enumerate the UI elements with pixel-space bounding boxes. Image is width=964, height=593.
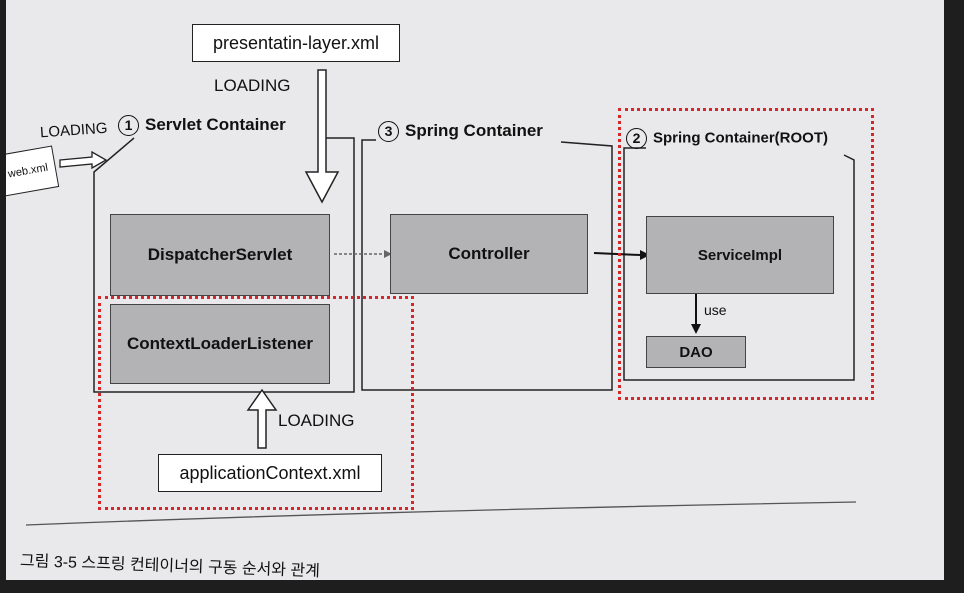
page-curve: [25, 501, 857, 526]
servlet-container-title: 1 Servlet Container: [118, 115, 286, 137]
dao-label: DAO: [679, 343, 713, 361]
servlet-container-frame: [93, 137, 355, 393]
context-loader-listener-label: ContextLoaderListener: [126, 334, 314, 353]
service-impl-label: ServiceImpl: [697, 246, 783, 264]
spring-container-number: 3: [378, 121, 399, 143]
root-container-title-text: Spring Container(ROOT): [653, 129, 828, 147]
use-label: use: [704, 302, 727, 318]
controller-box: Controller: [390, 214, 588, 294]
highlight-root-container: [618, 108, 874, 400]
root-container-title: 2 Spring Container(ROOT): [626, 128, 828, 149]
application-context-xml: applicationContext.xml: [158, 454, 382, 492]
loading-arrow-up: [246, 388, 278, 449]
dao-box: DAO: [646, 336, 746, 368]
root-container-frame: [623, 147, 855, 381]
service-impl-box: ServiceImpl: [646, 216, 834, 294]
web-xml-label: web.xml: [7, 161, 49, 181]
spring-container-frame: [361, 139, 613, 391]
presentation-layer-xml-label: presentatin-layer.xml: [212, 32, 380, 53]
presentation-layer-xml: presentatin-layer.xml: [192, 24, 400, 62]
controller-to-service: [593, 252, 641, 256]
loading-label-bottom: LOADING: [278, 411, 355, 430]
highlight-context-loader: [98, 296, 414, 510]
servlet-container-number: 1: [118, 115, 139, 137]
dispatcher-servlet-box: DispatcherServlet: [110, 214, 330, 296]
spring-container-title-text: Spring Container: [405, 121, 543, 140]
dispatcher-servlet-label: DispatcherServlet: [147, 245, 293, 264]
diagram-page: presentatin-layer.xml web.xml applicatio…: [6, 0, 944, 580]
servlet-container-title-text: Servlet Container: [145, 115, 286, 134]
context-loader-listener-box: ContextLoaderListener: [110, 304, 330, 384]
loading-label-top: LOADING: [214, 76, 291, 95]
root-container-number: 2: [626, 128, 647, 149]
web-xml-arrow: [59, 150, 108, 170]
loading-arrow-down: [304, 69, 340, 204]
application-context-xml-label: applicationContext.xml: [179, 462, 361, 483]
controller-label: Controller: [448, 244, 530, 263]
diagram-lines: [25, 69, 857, 526]
spring-container-title: 3 Spring Container: [378, 121, 543, 143]
